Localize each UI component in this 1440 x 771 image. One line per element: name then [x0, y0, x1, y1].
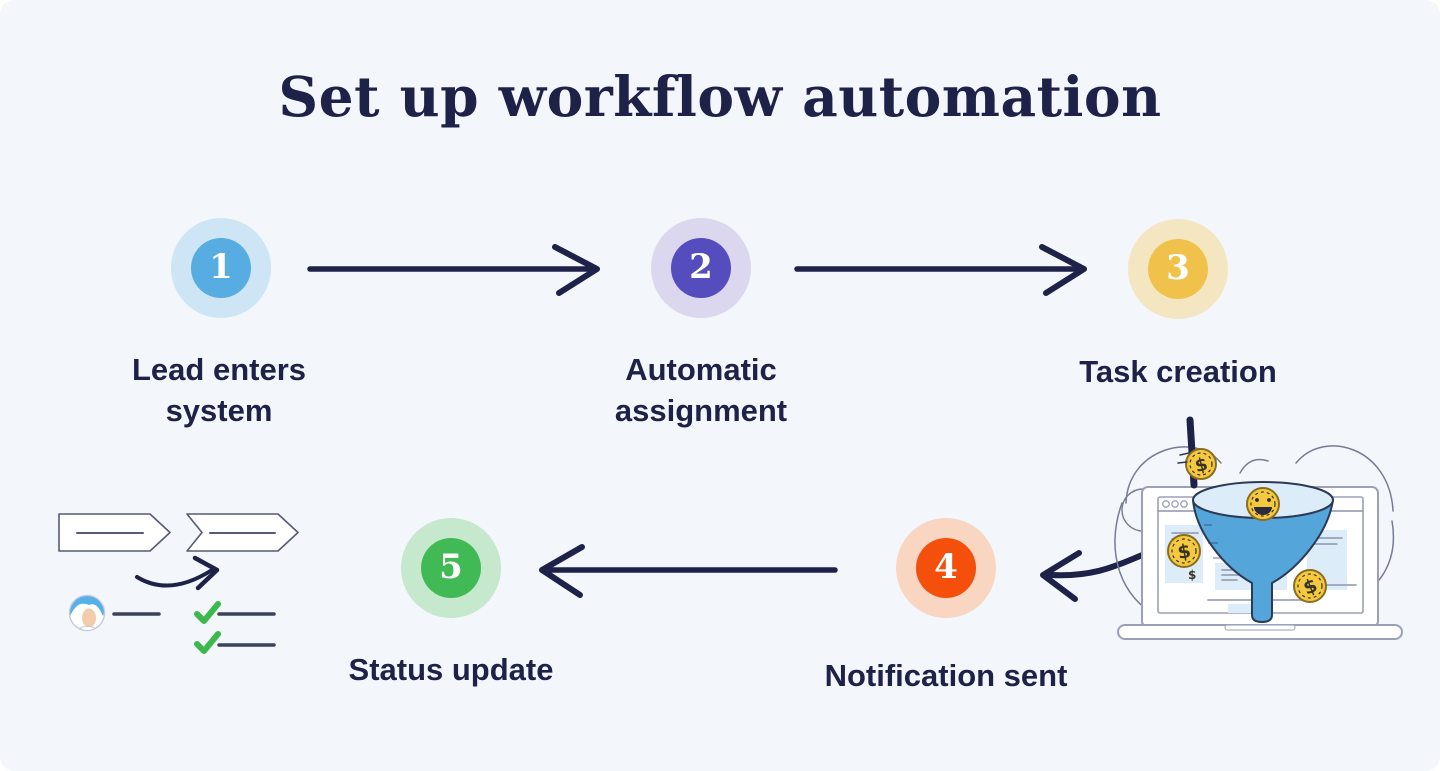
- step-3-number: 3: [1166, 248, 1190, 288]
- step-3: 3: [1128, 219, 1228, 319]
- svg-text:$: $: [1193, 454, 1210, 477]
- arrow-right-icon: [794, 244, 1087, 296]
- step-5-halo: 5: [401, 518, 501, 618]
- dollar-coin-icon: $: [1177, 448, 1217, 480]
- dollar-coin-icon: $ $: [1167, 534, 1201, 582]
- step-5-number-badge: 5: [421, 538, 481, 598]
- arrow-right-icon: [307, 244, 600, 296]
- arrow-left-icon: [539, 544, 838, 598]
- step-1-number: 1: [209, 247, 233, 287]
- step-2-number: 2: [689, 247, 713, 287]
- check-icon: [194, 601, 221, 624]
- step-3-label: Task creation: [1079, 354, 1277, 389]
- step-5-number: 5: [439, 547, 463, 587]
- checklist: [112, 601, 276, 654]
- step-4: 4: [896, 518, 996, 618]
- step-2-label: Automatic assignment: [614, 352, 788, 428]
- step-3-number-badge: 3: [1148, 239, 1208, 299]
- svg-text:$: $: [1176, 540, 1193, 564]
- step-2-halo: 2: [651, 218, 751, 318]
- status-checklist-illustration: [58, 513, 299, 654]
- check-icon: [194, 631, 221, 654]
- step-1-number-badge: 1: [191, 238, 251, 298]
- step-2: 2: [651, 218, 751, 318]
- curved-arrow-up-right-icon: [135, 555, 220, 591]
- process-ribbon-icon: [186, 513, 299, 552]
- svg-text:$: $: [1188, 568, 1196, 582]
- step-1: 1: [171, 218, 271, 318]
- step-1-halo: 1: [171, 218, 271, 318]
- swirl-lines: [1114, 445, 1395, 617]
- avatar: [68, 594, 106, 632]
- page-title: Set up workflow automation: [278, 64, 1162, 129]
- process-ribbon-icon: [58, 513, 171, 552]
- step-1-label: Lead enters system: [131, 352, 306, 428]
- step-4-label: Notification sent: [824, 658, 1068, 693]
- sales-funnel-laptop-illustration: $ $ $ $: [1114, 416, 1403, 640]
- step-4-halo: 4: [896, 518, 996, 618]
- dollar-coin-icon: $: [1293, 569, 1327, 603]
- step-4-number-badge: 4: [916, 538, 976, 598]
- step-4-number: 4: [934, 547, 958, 587]
- smiley-coin-icon: [1246, 487, 1280, 521]
- step-2-number-badge: 2: [671, 238, 731, 298]
- step-5-label: Status update: [348, 652, 554, 687]
- step-3-halo: 3: [1128, 219, 1228, 319]
- step-5: 5: [401, 518, 501, 618]
